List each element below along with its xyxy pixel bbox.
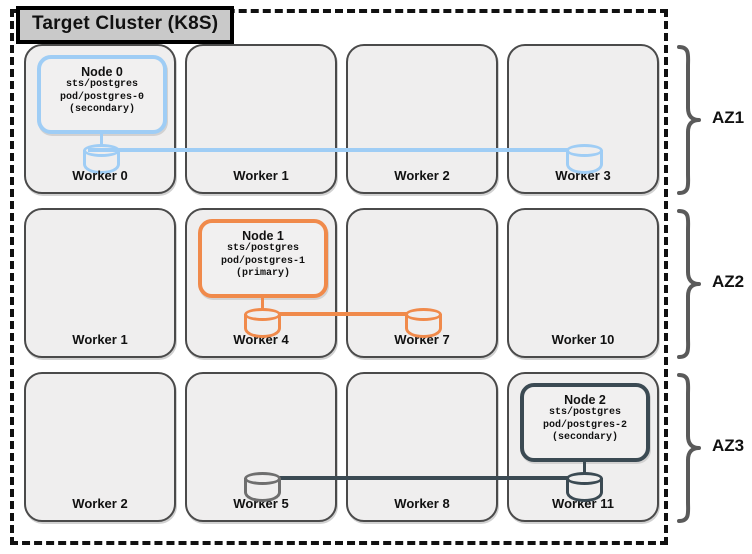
database-icon	[405, 308, 442, 342]
node-role: (secondary)	[68, 103, 135, 115]
worker-cell-worker-3[interactable]: Worker 3	[507, 44, 659, 194]
worker-grid: Node 0 sts/postgres pod/postgres-0 (seco…	[24, 44, 660, 541]
database-top	[244, 308, 281, 321]
database-top	[566, 472, 603, 485]
replication-link-az3	[249, 476, 589, 480]
worker-label: Worker 7	[394, 332, 450, 347]
replication-link-az1	[88, 148, 588, 152]
worker-cell-worker-2[interactable]: Worker 2	[346, 44, 498, 194]
worker-label: Worker 1	[233, 168, 289, 183]
worker-label: Worker 0	[72, 168, 128, 183]
node-pod: pod/postgres-2	[542, 419, 627, 431]
cluster-boundary	[10, 9, 668, 545]
cluster-title: Target Cluster (K8S)	[16, 6, 235, 44]
worker-cell-worker-11[interactable]: Node 2 sts/postgres pod/postgres-2 (seco…	[507, 372, 659, 522]
worker-label: Worker 2	[72, 496, 128, 511]
worker-label: Worker 8	[394, 496, 450, 511]
node-pod: pod/postgres-1	[220, 255, 305, 267]
worker-label: Worker 10	[551, 332, 615, 347]
node-role: (secondary)	[551, 431, 618, 443]
database-icon	[244, 308, 281, 342]
worker-cell-worker-4[interactable]: Node 1 sts/postgres pod/postgres-1 (prim…	[185, 208, 337, 358]
database-top	[566, 144, 603, 157]
az-row-az2: Worker 1 Node 1 sts/postgres pod/postgre…	[24, 208, 660, 362]
node-to-db-connector	[100, 134, 103, 152]
node-sts: sts/postgres	[548, 407, 621, 419]
node-to-db-connector	[583, 462, 586, 480]
database-top	[405, 308, 442, 321]
worker-cell-worker-2[interactable]: Worker 2	[24, 372, 176, 522]
database-icon	[566, 472, 603, 506]
node-pod: pod/postgres-0	[59, 91, 144, 103]
worker-cell-worker-1[interactable]: Worker 1	[24, 208, 176, 358]
worker-label: Worker 1	[72, 332, 128, 347]
node-role: (primary)	[235, 267, 290, 279]
worker-cell-worker-1[interactable]: Worker 1	[185, 44, 337, 194]
database-icon	[83, 144, 120, 178]
az-row-az3: Worker 2 Worker 5 Worker 8 Node 2 sts/po…	[24, 372, 660, 526]
replication-link-az2	[249, 312, 429, 316]
az-brace-az1	[677, 45, 701, 195]
az-label-az3: AZ3	[712, 436, 745, 455]
worker-label: Worker 11	[552, 496, 614, 511]
worker-label: Worker 4	[233, 332, 289, 347]
node-title: Node 0	[81, 65, 123, 79]
worker-label: Worker 2	[394, 168, 450, 183]
worker-cell-worker-0[interactable]: Node 0 sts/postgres pod/postgres-0 (seco…	[24, 44, 176, 194]
worker-cell-worker-10[interactable]: Worker 10	[507, 208, 659, 358]
node-box-node-0[interactable]: Node 0 sts/postgres pod/postgres-0 (seco…	[37, 55, 167, 134]
node-title: Node 2	[564, 393, 606, 407]
node-sts: sts/postgres	[226, 243, 299, 255]
az-brace-az3	[677, 373, 701, 523]
az-brace-az2	[677, 209, 701, 359]
worker-label: Worker 3	[555, 168, 611, 183]
worker-cell-worker-5[interactable]: Worker 5	[185, 372, 337, 522]
node-box-node-1[interactable]: Node 1 sts/postgres pod/postgres-1 (prim…	[198, 219, 328, 298]
node-box-node-2[interactable]: Node 2 sts/postgres pod/postgres-2 (seco…	[520, 383, 650, 462]
worker-cell-worker-7[interactable]: Worker 7	[346, 208, 498, 358]
az-label-az2: AZ2	[712, 272, 745, 291]
worker-label: Worker 5	[233, 496, 289, 511]
worker-cell-worker-8[interactable]: Worker 8	[346, 372, 498, 522]
node-sts: sts/postgres	[65, 79, 138, 91]
az-label-az1: AZ1	[712, 108, 745, 127]
database-icon	[244, 472, 281, 506]
database-icon	[566, 144, 603, 178]
node-title: Node 1	[242, 229, 284, 243]
az-row-az1: Node 0 sts/postgres pod/postgres-0 (seco…	[24, 44, 660, 198]
node-to-db-connector	[261, 298, 264, 316]
database-top	[244, 472, 281, 485]
